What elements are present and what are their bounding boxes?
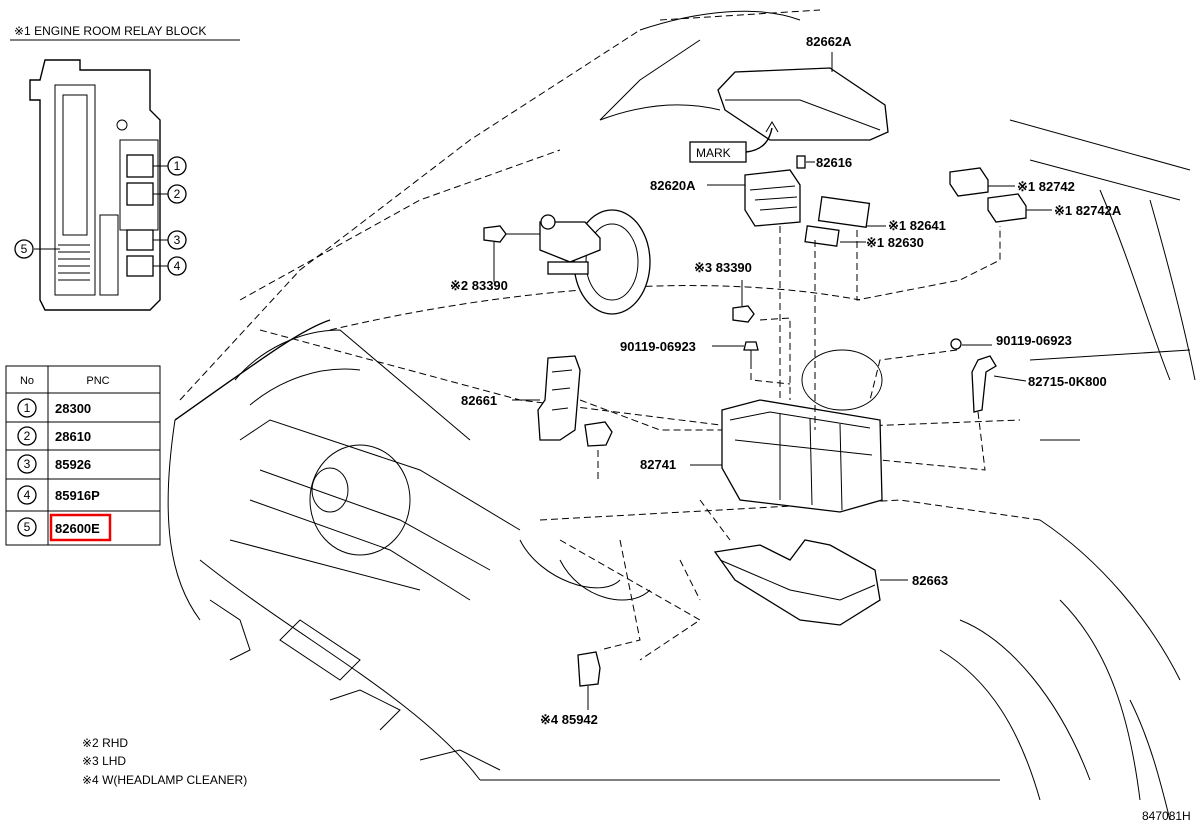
part-90119-a[interactable]: 90119-06923 [620,339,759,362]
svg-text:3: 3 [24,457,31,471]
relay-marker-3: 3 [167,230,187,250]
relay-block-title: ※1 ENGINE ROOM RELAY BLOCK [14,24,206,38]
svg-text:※4 85942: ※4 85942 [540,712,598,727]
svg-text:4: 4 [174,259,181,273]
svg-text:※2 83390: ※2 83390 [450,278,508,293]
svg-text:82616: 82616 [816,155,852,170]
svg-text:90119-06923: 90119-06923 [996,333,1072,348]
pnc-highlight-box [49,513,112,542]
pnc-table: No PNC 1 28300 2 28610 3 85926 4 85916P … [5,365,161,546]
svg-text:2: 2 [174,187,181,201]
footnotes: ※2 RHD ※3 LHD ※4 W(HEADLAMP CLEANER) [82,736,247,787]
pnc-header-no: No [20,375,34,387]
part-82662A[interactable]: 82662A [717,34,889,141]
part-82663[interactable]: 82663 [713,539,948,626]
svg-text:28610: 28610 [55,429,91,444]
part-90119-b[interactable]: 90119-06923 [950,333,1072,350]
vehicle-outline [167,9,1196,821]
svg-text:3: 3 [174,233,181,247]
svg-text:28300: 28300 [55,401,91,416]
svg-text:5: 5 [21,242,28,256]
svg-text:1: 1 [174,159,181,173]
pnc-row-5[interactable]: 5 82600E [17,513,112,542]
pnc-row-2[interactable]: 2 28610 [17,426,91,446]
pnc-row-3[interactable]: 3 85926 [17,454,91,474]
svg-text:82600E: 82600E [55,521,100,536]
part-82742A[interactable]: ※1 82742A [987,193,1122,223]
relay-marker-5: 5 [14,239,34,259]
relay-block-inset: ※1 ENGINE ROOM RELAY BLOCK 1 [10,24,240,311]
brake-booster [539,209,651,315]
svg-text:5: 5 [24,520,31,534]
part-82715[interactable]: 82715-0K800 [971,355,1107,413]
part-82630[interactable]: ※1 82630 [804,225,924,250]
note-headlamp-cleaner: ※4 W(HEADLAMP CLEANER) [82,773,247,787]
svg-text:※1 82630: ※1 82630 [866,235,924,250]
mark-callout: MARK [689,121,779,163]
part-clip [584,421,613,447]
part-82742[interactable]: ※1 82742 [949,167,1075,197]
pnc-header-pnc: PNC [86,375,109,387]
svg-text:※1 82641: ※1 82641 [888,218,946,233]
svg-text:4: 4 [24,488,31,502]
part-83390-rhd[interactable]: ※2 83390 [450,225,540,293]
part-83390-lhd[interactable]: ※3 83390 [694,260,755,323]
relay-marker-1: 1 [167,156,187,176]
svg-text:MARK: MARK [696,146,731,160]
note-rhd: ※2 RHD [82,736,128,750]
svg-text:82741: 82741 [640,457,676,472]
svg-text:※3 83390: ※3 83390 [694,260,752,275]
assembly-guides [579,226,1001,651]
svg-text:※1 82742A: ※1 82742A [1054,203,1122,218]
svg-text:82715-0K800: 82715-0K800 [1028,374,1107,389]
svg-text:82663: 82663 [912,573,948,588]
svg-text:90119-06923: 90119-06923 [620,339,696,354]
svg-text:85916P: 85916P [55,488,100,503]
diagram-code: 847081H [1142,809,1191,823]
svg-text:1: 1 [24,401,31,415]
part-82620A[interactable]: 82620A [650,169,801,227]
svg-text:82661: 82661 [461,393,497,408]
svg-text:82620A: 82620A [650,178,696,193]
part-82741[interactable]: 82741 [640,349,883,513]
part-82641[interactable]: ※1 82641 [817,196,946,233]
pnc-row-4[interactable]: 4 85916P [17,485,100,505]
svg-text:82662A: 82662A [806,34,852,49]
part-82661[interactable]: 82661 [461,355,581,441]
part-85942[interactable]: ※4 85942 [540,651,601,727]
relay-marker-2: 2 [167,184,187,204]
relay-marker-4: 4 [167,256,187,276]
note-lhd: ※3 LHD [82,754,126,768]
svg-text:※1 82742: ※1 82742 [1017,179,1075,194]
pnc-row-1[interactable]: 1 28300 [17,398,91,418]
svg-text:2: 2 [24,429,31,443]
part-82616[interactable]: 82616 [796,155,852,170]
svg-text:85926: 85926 [55,457,91,472]
